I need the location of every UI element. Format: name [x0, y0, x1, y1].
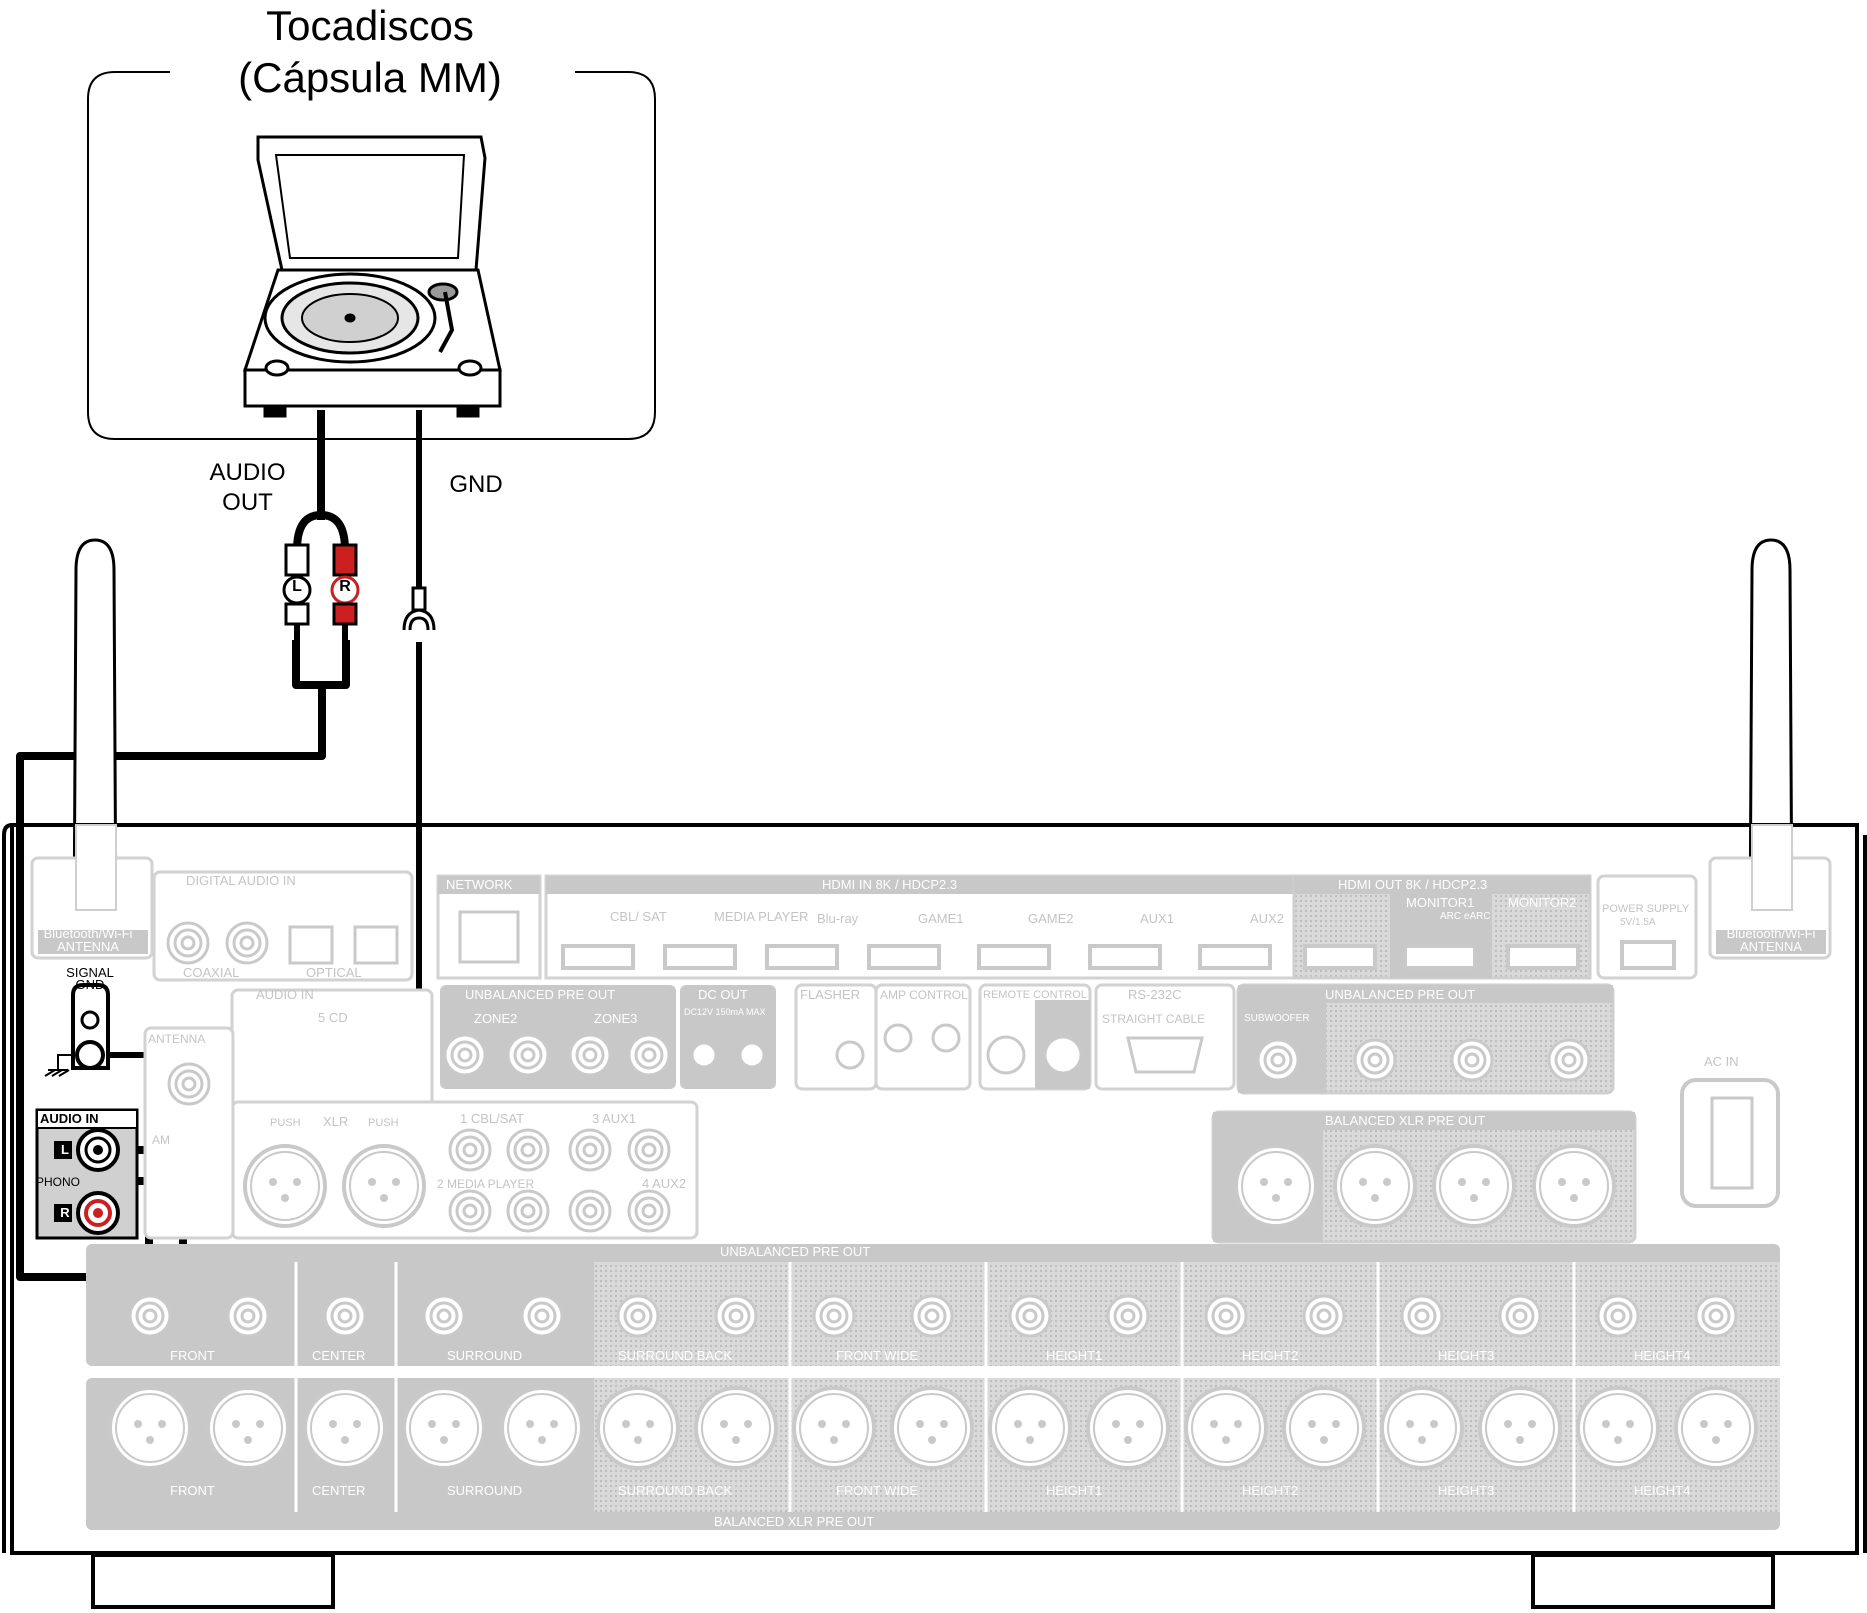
optical-label: OPTICAL: [306, 965, 362, 980]
channel-surround-label: SURROUND: [447, 1348, 523, 1363]
antenna-right-label-1: Bluetooth/Wi-Fi: [1726, 926, 1816, 941]
monitor2-label: MONITOR2: [1508, 895, 1577, 910]
signal-gnd-label-line1: SIGNAL: [66, 965, 114, 980]
turntable-icon: [242, 135, 502, 418]
dc-spec-label: DC12V 150mA MAX: [684, 1007, 766, 1017]
audio-in-assignable-label: AUDIO IN: [256, 987, 314, 1002]
audio-out-label-line1: AUDIO: [209, 459, 286, 486]
rca-plug-left: [282, 543, 312, 640]
flasher-label: FLASHER: [800, 987, 860, 1002]
hdmi-in-media-player-label: MEDIA PLAYER: [714, 909, 809, 924]
rear-panel: [30, 824, 1832, 1530]
xlr-height1-label: HEIGHT1: [1046, 1483, 1103, 1498]
phono-label: PHONO: [36, 1175, 81, 1189]
zone3-label: ZONE3: [594, 1011, 638, 1026]
hdmi-in-bluray-label: Blu-ray: [817, 911, 859, 926]
xlr-surround-back-label: SURROUND BACK: [618, 1483, 733, 1498]
monitor1-label: MONITOR1: [1406, 895, 1475, 910]
amp-control-label: AMP CONTROL: [880, 988, 968, 1002]
hdmi-in-game1-label: GAME1: [918, 911, 964, 926]
xlr-height4-label: HEIGHT4: [1634, 1483, 1691, 1498]
hdmi-in-cbl-sat-label: CBL/ SAT: [610, 909, 667, 924]
receiver-chassis: [2, 823, 1867, 1609]
hdmi-out-label: HDMI OUT 8K / HDCP2.3: [1338, 877, 1488, 892]
remote-control-label: REMOTE CONTROL: [983, 989, 1087, 1001]
rs232c-label: RS-232C: [1128, 987, 1182, 1002]
plug-left-label: L: [292, 578, 302, 595]
jack-left-label: L: [61, 1142, 69, 1157]
arc-label: ARC eARC: [1440, 911, 1491, 922]
unbalanced-pre-out-sub-label: UNBALANCED PRE OUT: [1325, 987, 1476, 1002]
plug-right-label: R: [339, 578, 351, 595]
subwoofer-label: SUBWOOFER: [1244, 1013, 1310, 1024]
am-label: AM: [152, 1133, 170, 1147]
xlr-label: XLR: [323, 1114, 349, 1129]
channel-height2-label: HEIGHT2: [1242, 1348, 1299, 1363]
xlr-height2-label: HEIGHT2: [1242, 1483, 1299, 1498]
antenna-left-label-2: ANTENNA: [56, 939, 120, 954]
ac-in-label: AC IN: [1704, 1054, 1739, 1069]
digital-audio-in-label: DIGITAL AUDIO IN: [186, 873, 296, 888]
antenna-right-label-2: ANTENNA: [1739, 939, 1803, 954]
hdmi-in-label: HDMI IN 8K / HDCP2.3: [822, 877, 958, 892]
hdmi-in-game2-label: GAME2: [1028, 911, 1074, 926]
push-label-1: PUSH: [270, 1117, 301, 1129]
audio-out-label-line2: OUT: [222, 489, 273, 516]
channel-front-wide-label: FRONT WIDE: [836, 1348, 919, 1363]
power-rating-label: 5V/1.5A: [1620, 917, 1656, 928]
jack-right-label: R: [60, 1205, 70, 1220]
xlr-front-wide-label: FRONT WIDE: [836, 1483, 919, 1498]
antenna-label: ANTENNA: [148, 1032, 206, 1046]
rca-plug-right: [330, 543, 360, 640]
balanced-xlr-sub-label: BALANCED XLR PRE OUT: [1325, 1113, 1486, 1128]
turntable-frame: [87, 71, 656, 440]
xlr-surround-label: SURROUND: [447, 1483, 523, 1498]
audio-in-label: AUDIO IN: [40, 1111, 99, 1126]
channel-front-label: FRONT: [170, 1348, 215, 1363]
signal-gnd-terminal: [44, 983, 110, 1077]
device-title: Tocadiscos: [266, 2, 474, 49]
media-player-label: 2 MEDIA PLAYER: [437, 1177, 535, 1191]
cbl-sat-label: 1 CBL/SAT: [460, 1111, 525, 1126]
channel-surround-back-label: SURROUND BACK: [618, 1348, 733, 1363]
hdmi-in-aux1-label: AUX1: [1140, 911, 1174, 926]
xlr-center-label: CENTER: [312, 1483, 366, 1498]
channel-center-label: CENTER: [312, 1348, 366, 1363]
aux1-label: 3 AUX1: [592, 1111, 637, 1126]
hdmi-in-aux2-label: AUX2: [1250, 911, 1284, 926]
channel-height4-label: HEIGHT4: [1634, 1348, 1691, 1363]
unbalanced-pre-out-zone-label: UNBALANCED PRE OUT: [465, 987, 616, 1002]
unbalanced-pre-out-label: UNBALANCED PRE OUT: [720, 1244, 871, 1259]
antenna-left-label-1: Bluetooth/Wi-Fi: [43, 926, 133, 941]
gnd-label: GND: [449, 471, 503, 498]
signal-gnd-label-line2: GND: [75, 977, 105, 992]
channel-height1-label: HEIGHT1: [1046, 1348, 1103, 1363]
network-label: NETWORK: [446, 877, 513, 892]
push-label-2: PUSH: [368, 1117, 399, 1129]
xlr-height3-label: HEIGHT3: [1438, 1483, 1495, 1498]
phono-input-panel: [35, 1108, 139, 1240]
device-subtitle: (Cápsula MM): [238, 54, 502, 101]
straight-cable-label: STRAIGHT CABLE: [1102, 1012, 1206, 1026]
gnd-spade-lug: [402, 586, 436, 631]
power-supply-label: POWER SUPPLY: [1602, 903, 1690, 915]
balanced-xlr-pre-out-label: BALANCED XLR PRE OUT: [714, 1514, 875, 1529]
coaxial-label: COAXIAL: [183, 965, 240, 980]
dc-out-label: DC OUT: [698, 987, 748, 1002]
channel-height3-label: HEIGHT3: [1438, 1348, 1495, 1363]
xlr-front-label: FRONT: [170, 1483, 215, 1498]
aux2-label: 4 AUX2: [642, 1176, 687, 1191]
zone2-label: ZONE2: [474, 1011, 518, 1026]
cd-label: 5 CD: [318, 1010, 348, 1025]
